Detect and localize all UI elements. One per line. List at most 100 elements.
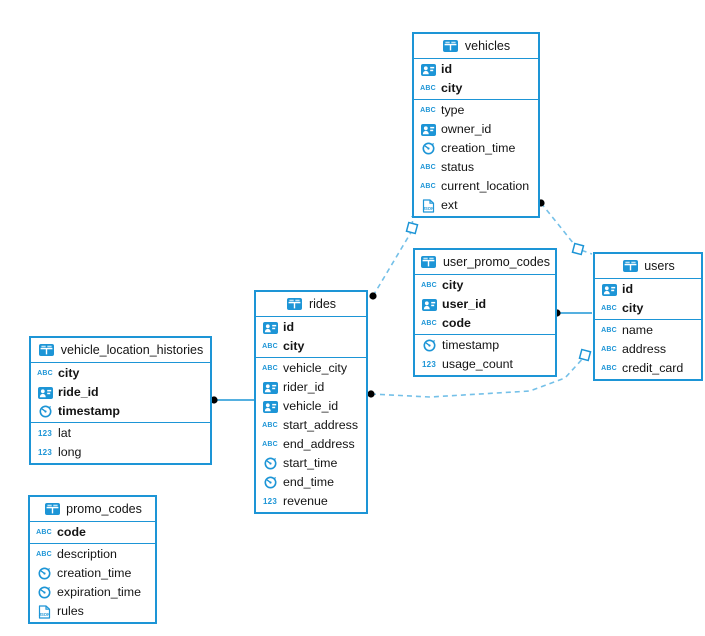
field-row-city: ABC city (31, 364, 210, 383)
text-type-icon: ABC (36, 551, 52, 558)
field-name: city (58, 366, 80, 380)
field-name: description (57, 547, 117, 561)
field-row-usage_count: 123 usage_count (415, 355, 555, 374)
text-type-icon: ABC (262, 422, 278, 429)
table-title: vehicles (464, 39, 511, 53)
text-type-icon: ABC (421, 320, 437, 327)
timestamp-type-icon (36, 405, 54, 418)
field-row-city: ABC city (256, 337, 366, 356)
relation-square-marker (571, 242, 585, 256)
columns-section: 123 lat 123 long (31, 422, 210, 463)
table-icon (286, 298, 304, 310)
field-name: creation_time (441, 141, 516, 155)
field-row-lat: 123 lat (31, 424, 210, 443)
field-name: name (622, 323, 653, 337)
table-icon (442, 40, 460, 52)
field-name: ext (441, 198, 458, 212)
text-type-icon: ABC (420, 85, 436, 92)
field-row-long: 123 long (31, 443, 210, 462)
field-name: status (441, 160, 475, 174)
field-row-ext: JSON ext (414, 196, 538, 215)
text-type-icon: ABC (37, 370, 53, 377)
table-title: promo_codes (66, 502, 142, 516)
number-type-icon: 123 (422, 360, 436, 369)
table-header-rides[interactable]: rides (256, 292, 366, 317)
text-type-icon: ABC (601, 365, 617, 372)
field-name: type (441, 103, 465, 117)
timestamp-type-icon (419, 142, 437, 155)
field-name: id (283, 320, 295, 334)
id-type-icon (261, 400, 279, 413)
field-name: city (442, 278, 464, 292)
field-name: usage_count (442, 357, 513, 371)
text-type-icon: ABC (262, 343, 278, 350)
field-name: lat (58, 426, 72, 440)
field-name: id (441, 62, 453, 76)
text-type-icon: ABC (262, 441, 278, 448)
field-row-id: id (256, 318, 366, 337)
number-type-icon: 123 (38, 448, 52, 457)
text-type-icon: ABC (420, 164, 436, 171)
json-type-icon: JSON (35, 604, 53, 619)
number-type-icon: 123 (38, 429, 52, 438)
columns-section: timestamp 123 usage_count (415, 334, 555, 375)
field-name: address (622, 342, 667, 356)
field-row-type: ABC type (414, 101, 538, 120)
field-name: owner_id (441, 122, 492, 136)
relation-dot-marker (210, 396, 218, 404)
field-name: expiration_time (57, 585, 142, 599)
connection-vehicles-users (540, 202, 593, 255)
field-name: city (283, 339, 305, 353)
field-name: code (57, 525, 86, 539)
table-header-users[interactable]: users (595, 254, 701, 279)
field-name: ride_id (58, 385, 99, 399)
field-name: timestamp (442, 338, 500, 352)
json-type-icon: JSON (419, 198, 437, 213)
timestamp-type-icon (35, 586, 53, 599)
field-row-rules: JSON rules (30, 602, 155, 621)
table-icon (420, 256, 438, 268)
table-header-user_promo_codes[interactable]: user_promo_codes (415, 250, 555, 275)
timestamp-type-icon (420, 339, 438, 352)
field-name: current_location (441, 179, 530, 193)
table-header-vehicle_location_histories[interactable]: vehicle_location_histories (31, 338, 210, 363)
field-row-rider_id: rider_id (256, 378, 366, 397)
table-header-vehicles[interactable]: vehicles (414, 34, 538, 59)
timestamp-type-icon (35, 567, 53, 580)
field-row-code: ABC code (30, 523, 155, 542)
text-type-icon: ABC (36, 529, 52, 536)
relation-square-marker (405, 221, 419, 235)
field-name: vehicle_id (283, 399, 339, 413)
table-header-promo_codes[interactable]: promo_codes (30, 497, 155, 522)
id-type-icon (420, 298, 438, 311)
field-row-timestamp: timestamp (415, 336, 555, 355)
field-name: long (58, 445, 82, 459)
table-title: user_promo_codes (442, 255, 550, 269)
text-type-icon: ABC (420, 107, 436, 114)
field-name: rules (57, 604, 84, 618)
text-type-icon: ABC (421, 282, 437, 289)
field-name: timestamp (58, 404, 120, 418)
primary-key-section: ABC code (30, 522, 155, 543)
text-type-icon: ABC (601, 327, 617, 334)
